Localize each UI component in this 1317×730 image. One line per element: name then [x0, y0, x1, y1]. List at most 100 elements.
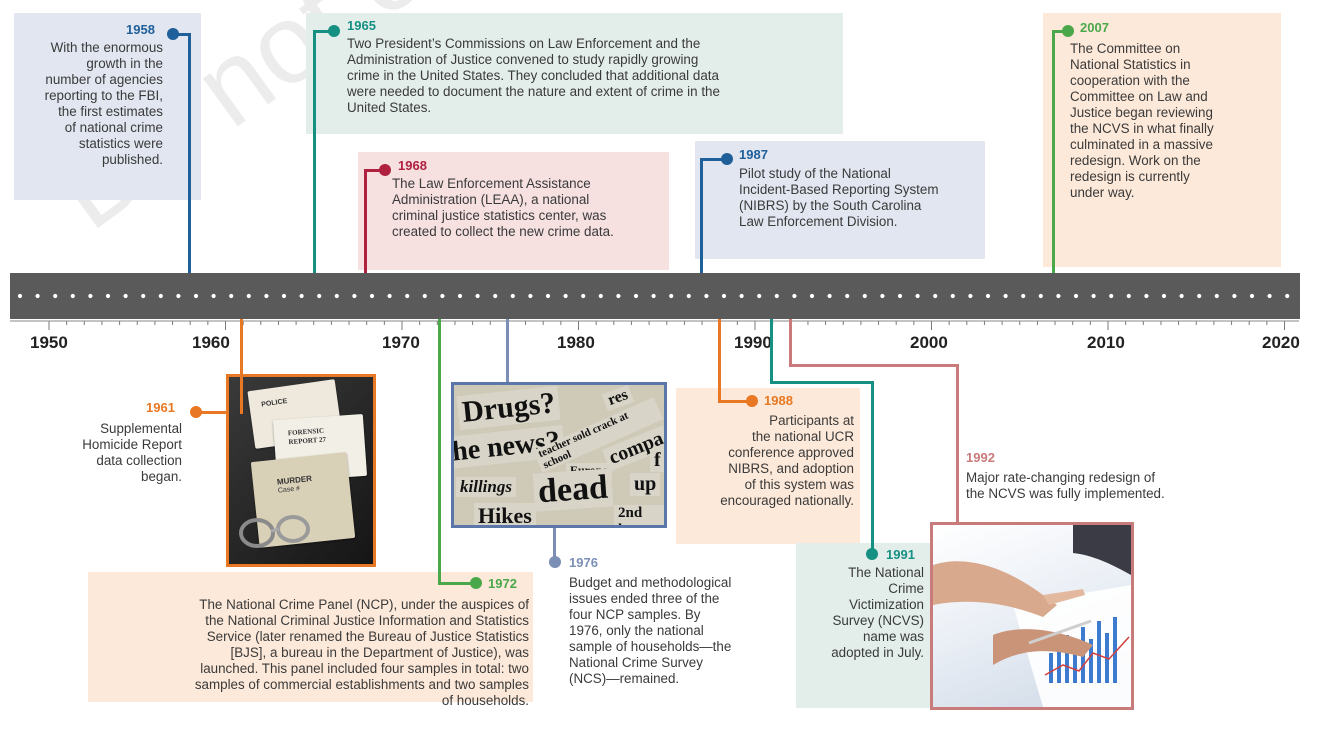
axis-label-1960: 1960: [192, 333, 230, 352]
year-1992: 1992: [966, 450, 995, 465]
connector-1976-top: [506, 319, 509, 382]
connector-1961-v: [240, 319, 243, 414]
connector-1965-v: [313, 30, 316, 273]
marker-1958: [167, 28, 179, 40]
axis-label-2000: 2000: [910, 333, 948, 352]
box-1987: [695, 141, 985, 259]
timeline-dot: [1249, 293, 1255, 299]
timeline-dot: [1267, 293, 1272, 299]
year-1958: 1958: [126, 22, 155, 37]
timeline-dot: [880, 293, 885, 299]
connector-1972-h: [438, 582, 472, 585]
connector-1992-v1: [789, 319, 792, 367]
timeline-dot: [968, 293, 973, 299]
connector-1992-h: [789, 364, 959, 367]
timeline-dot: [633, 293, 639, 299]
year-1968: 1968: [398, 158, 427, 173]
photo-case-files: POLICE FORENSIC REPORT 27 MURDER Case #: [226, 374, 376, 567]
headline-f: f: [650, 449, 664, 472]
marker-1987: [721, 153, 733, 165]
axis-label-1980: 1980: [557, 333, 595, 352]
timeline-dot: [493, 293, 498, 299]
bar-chart-printout-icon: [933, 525, 1131, 707]
timeline-dot: [105, 293, 111, 299]
box-1988: [676, 388, 860, 544]
box-1991: [796, 543, 932, 708]
timeline-dot: [387, 293, 392, 299]
timeline-dot: [1109, 293, 1114, 299]
timeline-dot: [757, 293, 762, 299]
timeline-dot: [739, 293, 744, 299]
box-1972: [88, 572, 533, 702]
timeline-dot: [563, 293, 568, 299]
timeline-dot: [1179, 293, 1184, 299]
handcuffs-icon: [239, 515, 310, 548]
timeline-dot: [545, 293, 551, 299]
connector-1958-v: [188, 33, 191, 273]
timeline-dot: [862, 293, 867, 299]
timeline-dot: [651, 293, 656, 299]
timeline-dot: [422, 293, 427, 299]
timeline-dot: [1003, 293, 1008, 299]
connector-2007-h: [1052, 30, 1068, 33]
timeline-dot: [809, 293, 815, 299]
timeline-dot: [897, 293, 903, 299]
timeline-dot: [1126, 293, 1131, 299]
axis-label-2020: 2020: [1262, 333, 1300, 352]
timeline-dot: [598, 293, 603, 299]
connector-1972-v: [438, 319, 441, 585]
timeline-dot: [774, 293, 779, 299]
timeline-dot: [669, 293, 674, 299]
timeline-dot: [933, 293, 938, 299]
timeline-dot: [457, 293, 463, 299]
year-2007: 2007: [1080, 20, 1109, 35]
year-1972: 1972: [488, 576, 517, 591]
connector-1958-h: [176, 33, 191, 36]
timeline-dot: [53, 293, 58, 299]
timeline-dot: [1197, 293, 1202, 299]
box-1965: [306, 13, 843, 134]
timeline-dot: [528, 293, 533, 299]
timeline-dot: [950, 293, 955, 299]
timeline-dot: [1056, 293, 1061, 299]
timeline-dot: [193, 293, 199, 299]
timeline-dot: [123, 293, 128, 299]
timeline-dot: [475, 293, 480, 299]
timeline-dot: [17, 293, 23, 299]
year-1965: 1965: [347, 18, 376, 33]
timeline-dot: [704, 293, 709, 299]
timeline-dot: [1214, 293, 1219, 299]
year-1987: 1987: [739, 147, 768, 162]
marker-1988: [746, 395, 758, 407]
box-1968: [358, 152, 669, 270]
timeline-dot: [792, 293, 797, 299]
timeline-dot: [1144, 293, 1149, 299]
timeline-dot: [1161, 293, 1167, 299]
headline-killings: killings: [456, 477, 516, 497]
marker-1976: [549, 556, 561, 568]
timeline-dot: [229, 293, 234, 299]
marker-1972: [470, 577, 482, 589]
timeline-dot: [176, 293, 181, 299]
connector-1991-v1: [770, 319, 773, 384]
timeline-dot: [915, 293, 920, 299]
timeline-dot: [1021, 293, 1026, 299]
headline-2ndho: 2nd ho: [614, 505, 664, 525]
connector-1961-h: [196, 411, 228, 414]
marker-2007: [1062, 25, 1074, 37]
marker-1991: [866, 548, 878, 560]
box-2007: [1043, 13, 1281, 267]
connector-1968-h: [364, 169, 386, 172]
timeline-dot: [1285, 293, 1290, 299]
year-1991: 1991: [886, 547, 915, 562]
timeline-dot: [686, 293, 691, 299]
timeline-dot: [827, 293, 832, 299]
text-1965: Two President’s Commissions on Law Enfor…: [347, 36, 720, 115]
